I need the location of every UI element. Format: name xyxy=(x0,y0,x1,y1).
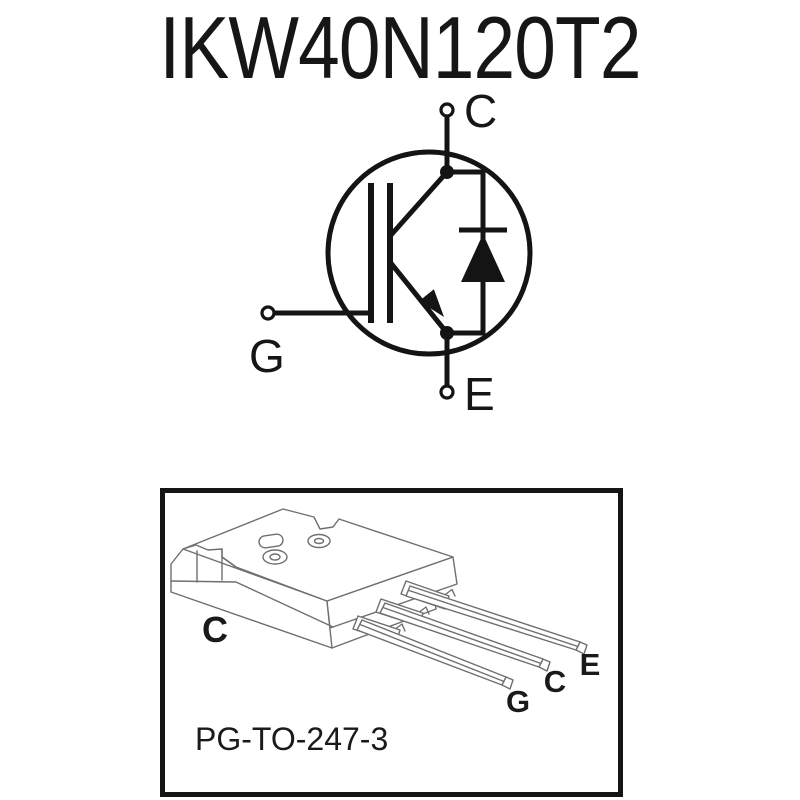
collector-lead xyxy=(375,598,551,672)
ejector-pin-mark xyxy=(262,549,288,565)
emitter-arrow xyxy=(419,289,444,317)
emitter-label: E xyxy=(464,368,495,420)
igbt-schematic: C G E xyxy=(249,85,533,420)
package-tab-label: C xyxy=(202,609,228,650)
collector-label: C xyxy=(464,85,497,137)
pin-label-gate: G xyxy=(506,684,530,719)
package-body xyxy=(170,508,458,649)
emitter-terminal xyxy=(439,326,455,400)
freewheel-diode xyxy=(447,169,507,336)
mounting-hole-mark xyxy=(307,533,331,549)
pin-label-emitter: E xyxy=(580,647,601,682)
pin-label-collector: C xyxy=(544,664,566,699)
page-title: IKW40N120T2 xyxy=(159,0,641,97)
igbt-symbol xyxy=(368,170,449,335)
symbol-circle xyxy=(325,149,533,357)
package-drawing: C G C E PG-TO-247-3 xyxy=(170,508,601,757)
gate-terminal xyxy=(260,305,371,321)
mold-mark-capsule xyxy=(258,533,284,549)
gate-lead xyxy=(352,615,514,690)
emitter-lead xyxy=(400,580,588,655)
collector-terminal xyxy=(439,102,455,179)
package-name: PG-TO-247-3 xyxy=(195,721,388,757)
package-outline-box: C G C E PG-TO-247-3 xyxy=(160,488,623,797)
gate-label: G xyxy=(249,330,285,382)
